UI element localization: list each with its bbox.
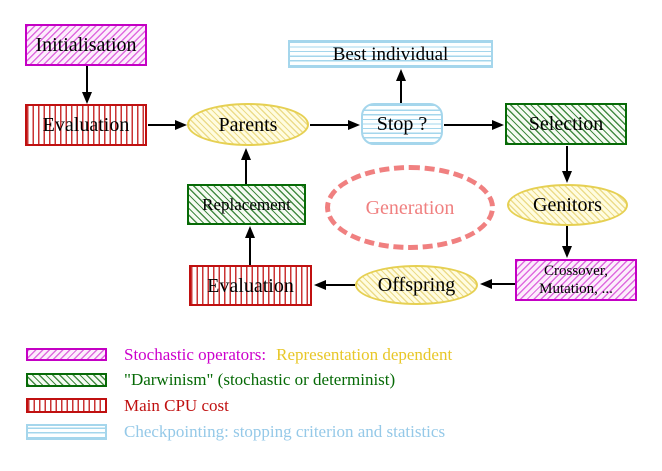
legend-swatch-cpu-cost [26, 398, 107, 413]
arrowhead-right-icon [348, 120, 360, 130]
arrowhead-left-icon [314, 280, 326, 290]
arrowhead-up-icon [396, 69, 406, 81]
node-best-individual: Best individual [288, 40, 493, 68]
arrowhead-down-icon [82, 92, 92, 104]
node-replacement: Replacement [187, 184, 306, 225]
node-stop: Stop ? [361, 103, 443, 145]
node-stop-label: Stop ? [376, 113, 428, 135]
arrowhead-up-icon [241, 148, 251, 160]
node-genitors: Genitors [507, 184, 628, 226]
node-generation: Generation [325, 165, 495, 250]
arrowhead-down-icon [562, 246, 572, 258]
arrowhead-left-icon [480, 279, 492, 289]
node-parents-label: Parents [218, 113, 278, 136]
node-crossover-label-line2: Mutation, ... [539, 281, 613, 297]
node-crossover-label-line1: Crossover, [544, 263, 608, 279]
node-generation-label: Generation [365, 196, 455, 219]
arrowhead-right-icon [492, 120, 504, 130]
legend-label-darwinism: "Darwinism" (stochastic or determinist) [124, 370, 396, 389]
node-genitors-label: Genitors [533, 194, 602, 216]
arrowhead-right-icon [175, 120, 187, 130]
node-selection-label: Selection [528, 113, 604, 135]
legend-label-checkpointing: Checkpointing: stopping criterion and st… [124, 422, 446, 441]
node-parents: Parents [187, 103, 309, 146]
node-evaluation-bottom: Evaluation [189, 265, 312, 306]
legend-swatch-checkpointing [26, 424, 107, 440]
legend-text-stochastic-operators: Stochastic operators: [124, 345, 267, 364]
arrowhead-down-icon [562, 171, 572, 183]
node-selection: Selection [505, 103, 627, 145]
node-initialisation-label: Initialisation [35, 34, 137, 56]
node-evaluation-top-label: Evaluation [42, 114, 130, 136]
legend-label-cpu-cost: Main CPU cost [124, 396, 229, 415]
arrowhead-up-icon [245, 226, 255, 238]
legend-swatch-darwinism [26, 373, 107, 387]
node-initialisation: Initialisation [25, 24, 147, 66]
node-evaluation-top: Evaluation [25, 104, 147, 146]
legend-text-representation-dependent: Representation dependent [276, 345, 453, 364]
node-offspring: Offspring [355, 265, 478, 305]
node-crossover-mutation: Crossover, Mutation, ... [515, 259, 637, 301]
legend-label-stochastic: Stochastic operators: Representation depe… [124, 345, 452, 365]
node-evaluation-bottom-label: Evaluation [207, 274, 294, 297]
node-best-individual-label: Best individual [332, 43, 449, 65]
node-replacement-label: Replacement [202, 195, 291, 214]
node-offspring-label: Offspring [377, 274, 456, 296]
legend-swatch-stochastic [26, 348, 107, 361]
